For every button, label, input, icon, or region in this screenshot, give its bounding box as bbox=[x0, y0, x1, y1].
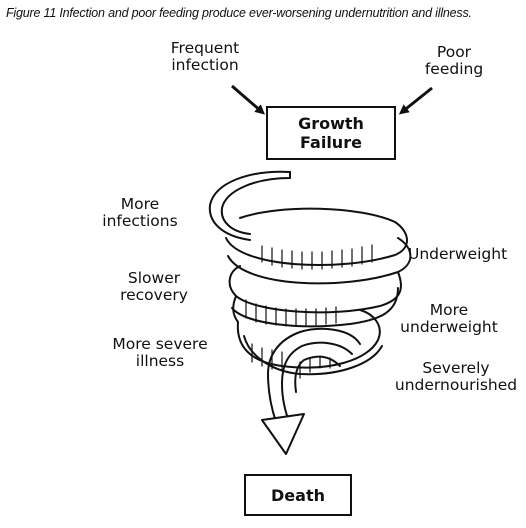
poor-feeding-arrow bbox=[398, 86, 433, 115]
underweight-label: Underweight bbox=[408, 246, 523, 263]
spiral-ribbon bbox=[208, 170, 412, 455]
more-severe-illness-label: More severe illness bbox=[98, 336, 222, 370]
poor-feeding-line2: feeding bbox=[424, 60, 484, 78]
poor-feeding-line1: Poor bbox=[436, 43, 472, 61]
severely-undernourished-line2: undernourished bbox=[394, 376, 518, 394]
more-infections-line2: infections bbox=[102, 212, 178, 230]
more-infections-line1: More bbox=[120, 195, 160, 213]
slower-recovery-line1: Slower bbox=[127, 269, 181, 287]
growth-failure-box: Growth Failure bbox=[266, 106, 396, 160]
death-box: Death bbox=[244, 474, 352, 516]
slower-recovery-line2: recovery bbox=[120, 286, 188, 304]
frequent-infection-label: Frequent infection bbox=[150, 40, 260, 74]
figure-caption: Figure 11 Infection and poor feeding pro… bbox=[6, 6, 472, 20]
more-infections-label: More infections bbox=[84, 196, 196, 230]
death-label: Death bbox=[271, 485, 325, 505]
more-underweight-line1: More bbox=[429, 301, 469, 319]
poor-feeding-label: Poor feeding bbox=[404, 44, 504, 78]
growth-failure-line2: Failure bbox=[300, 133, 362, 152]
frequent-infection-arrow bbox=[231, 84, 266, 115]
more-underweight-label: More underweight bbox=[384, 302, 514, 336]
more-severe-illness-line2: illness bbox=[135, 352, 185, 370]
underweight-line1: Underweight bbox=[408, 245, 508, 263]
slower-recovery-label: Slower recovery bbox=[104, 270, 204, 304]
severely-undernourished-label: Severely undernourished bbox=[388, 360, 524, 394]
growth-failure-line1: Growth bbox=[298, 114, 364, 133]
severely-undernourished-line1: Severely bbox=[422, 359, 490, 377]
more-underweight-line2: underweight bbox=[400, 318, 498, 336]
frequent-infection-line1: Frequent bbox=[170, 39, 240, 57]
more-severe-illness-line1: More severe bbox=[112, 335, 208, 353]
frequent-infection-line2: infection bbox=[171, 56, 239, 74]
